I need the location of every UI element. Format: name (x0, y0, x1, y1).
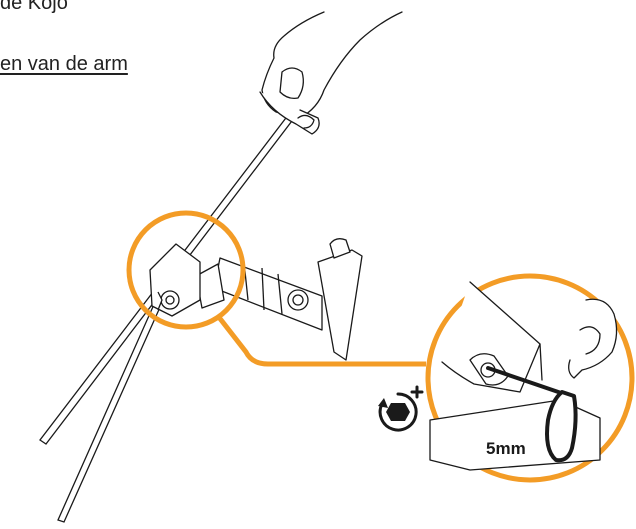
instruction-text-line-1: de Kojo (0, 0, 68, 14)
callout-connector-line (216, 314, 426, 367)
hinge-joint-illustration (149, 243, 201, 317)
tool-size-label: 5mm (486, 439, 526, 458)
arm-pole (39, 109, 299, 523)
allen-key-illustration (486, 366, 578, 463)
instruction-text-line-2: en van de arm (0, 53, 128, 75)
highlight-callout (126, 210, 635, 483)
highlight-circle (126, 210, 246, 330)
wall-bracket-illustration (195, 238, 363, 361)
top-hand-illustration (259, 11, 403, 135)
tighten-nut-clockwise-icon (378, 385, 424, 432)
magnified-detail-circle (425, 273, 635, 483)
